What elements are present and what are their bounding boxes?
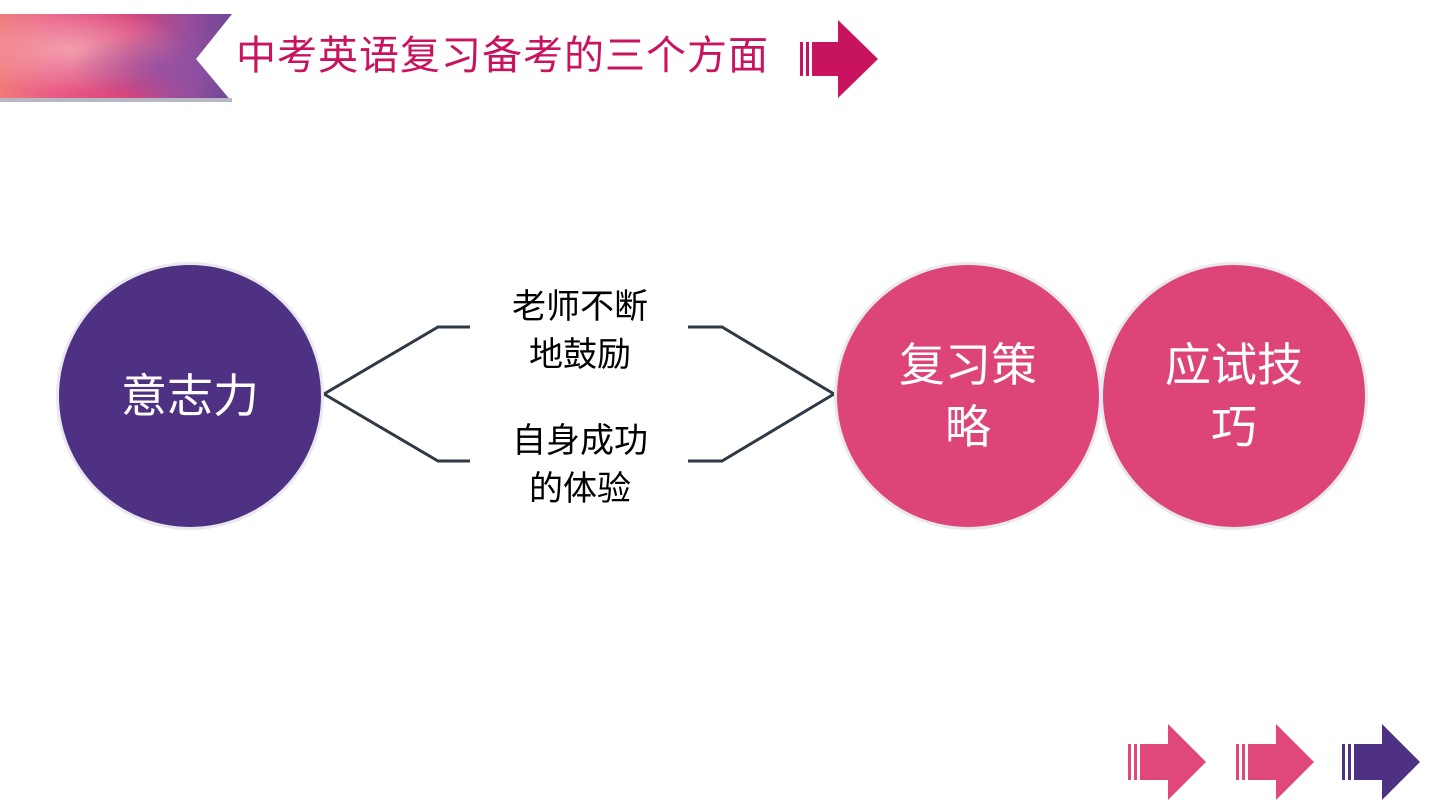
arrow-right-icon[interactable] xyxy=(1236,722,1316,802)
connector-left-lower xyxy=(323,392,470,463)
connector-right-upper xyxy=(688,325,835,396)
watercolor-banner-icon xyxy=(0,14,232,102)
arrow-right-icon[interactable] xyxy=(1128,722,1208,802)
willpower-label: 意志力 xyxy=(121,368,259,423)
circle-label-line: 应试技 xyxy=(1165,337,1303,392)
support-item-success: 自身成功 的体验 xyxy=(480,417,680,513)
support-line: 自身成功 xyxy=(512,421,648,461)
exam-skills-circle: 应试技 巧 xyxy=(1100,262,1368,530)
review-strategy-circle: 复习策 略 xyxy=(834,262,1102,530)
circle-label-line: 巧 xyxy=(1211,400,1257,454)
support-line: 地鼓励 xyxy=(529,335,631,375)
support-line: 老师不断 xyxy=(512,287,648,327)
support-item-teacher: 老师不断 地鼓励 xyxy=(480,283,680,379)
support-line: 的体验 xyxy=(529,469,631,509)
connector-right-lower xyxy=(688,392,835,463)
willpower-circle: 意志力 xyxy=(56,262,324,530)
circle-label-line: 略 xyxy=(945,400,991,454)
page-title: 中考英语复习备考的三个方面 xyxy=(236,33,769,79)
connector-left-upper xyxy=(323,325,470,396)
arrow-right-icon xyxy=(800,20,878,98)
arrow-right-icon[interactable] xyxy=(1342,722,1422,802)
circle-label-line: 复习策 xyxy=(899,337,1037,392)
